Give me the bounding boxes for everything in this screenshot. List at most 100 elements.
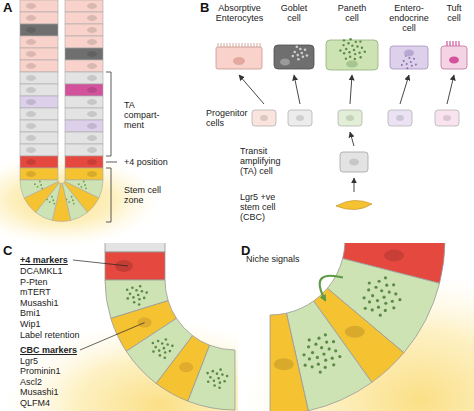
granule bbox=[368, 300, 371, 303]
cell-nucleus bbox=[87, 135, 97, 141]
granule bbox=[299, 48, 302, 51]
cell-type: Goblet cell bbox=[270, 3, 318, 75]
granule bbox=[332, 363, 335, 366]
granule bbox=[347, 42, 349, 44]
granule bbox=[85, 187, 87, 189]
granule bbox=[171, 345, 174, 348]
annotation-label: Label retention bbox=[20, 330, 102, 340]
cell-label: Entero- endocrine cell bbox=[386, 3, 432, 33]
granule bbox=[304, 364, 307, 367]
annotation-label: TA compart- ment bbox=[124, 100, 168, 130]
granule bbox=[311, 351, 314, 354]
brush-border bbox=[227, 43, 228, 47]
granule bbox=[165, 338, 168, 341]
epithelial-cell bbox=[65, 12, 103, 24]
brush-border bbox=[245, 43, 246, 47]
cell-nucleus bbox=[449, 57, 459, 64]
granule bbox=[52, 199, 54, 201]
epithelial-cell bbox=[65, 48, 103, 60]
granule bbox=[139, 285, 142, 288]
cell-nucleus bbox=[396, 115, 404, 121]
granule bbox=[41, 187, 43, 189]
granule bbox=[39, 181, 41, 183]
epithelial-cell bbox=[20, 48, 58, 60]
epithelial-cell bbox=[20, 84, 58, 96]
epithelial-cell bbox=[65, 24, 103, 36]
epithelial-cell bbox=[65, 60, 103, 72]
granule bbox=[157, 340, 160, 343]
brush-border bbox=[230, 43, 231, 47]
lineage-arrow bbox=[400, 75, 409, 104]
granule bbox=[308, 357, 311, 360]
goblet-cell bbox=[274, 45, 314, 69]
brush-border bbox=[233, 43, 234, 47]
granule bbox=[394, 292, 397, 295]
granule bbox=[320, 346, 323, 349]
granule bbox=[206, 372, 209, 375]
cell-nucleus bbox=[349, 159, 359, 166]
cell-nucleus bbox=[26, 87, 36, 93]
granule bbox=[291, 55, 294, 58]
granule bbox=[382, 296, 385, 299]
annotation-label: DCAMKL1 bbox=[20, 266, 102, 276]
cell-nucleus bbox=[26, 135, 36, 141]
cell-type: Tuft cell bbox=[436, 3, 472, 75]
cell-nucleus bbox=[87, 111, 97, 117]
cell-nucleus bbox=[26, 39, 36, 45]
granule bbox=[304, 49, 307, 52]
granule bbox=[415, 64, 417, 66]
brush-border bbox=[221, 43, 222, 47]
panel-letter: C bbox=[3, 244, 19, 258]
annotation-label: +4 position bbox=[124, 157, 196, 167]
granule bbox=[317, 363, 320, 366]
granule bbox=[334, 349, 337, 352]
enterocyte-cell bbox=[216, 47, 262, 69]
bracket bbox=[106, 162, 117, 163]
granule bbox=[324, 333, 327, 336]
epithelial-cell bbox=[65, 168, 103, 180]
paneth-cell bbox=[188, 345, 235, 410]
granule bbox=[53, 203, 55, 205]
granule bbox=[131, 286, 134, 289]
cell-type: Paneth cell bbox=[322, 3, 382, 75]
granule bbox=[338, 355, 341, 358]
granule bbox=[343, 52, 345, 54]
ta-cell bbox=[105, 243, 165, 252]
cell-label: Transit amplifying (TA) cell bbox=[240, 146, 290, 176]
lineage-arrow bbox=[350, 75, 352, 104]
granule bbox=[158, 349, 161, 352]
granule bbox=[218, 386, 221, 389]
granule bbox=[354, 53, 356, 55]
granule bbox=[217, 377, 220, 380]
cell-nucleus bbox=[115, 260, 133, 272]
granule bbox=[296, 54, 299, 57]
granule bbox=[51, 196, 53, 198]
cell-nucleus bbox=[26, 159, 36, 165]
brush-border bbox=[218, 43, 219, 47]
epithelial-cell bbox=[20, 168, 58, 180]
granule bbox=[213, 384, 216, 387]
granule bbox=[212, 370, 215, 373]
cell-nucleus bbox=[87, 63, 97, 69]
granule bbox=[331, 357, 334, 360]
granule bbox=[68, 201, 70, 203]
progenitor-cell bbox=[388, 110, 412, 126]
granule bbox=[401, 64, 403, 66]
granule bbox=[300, 52, 303, 55]
epithelial-cell bbox=[65, 96, 103, 108]
leader-line bbox=[80, 323, 145, 350]
granule bbox=[388, 290, 391, 293]
granule bbox=[83, 181, 85, 183]
cell-nucleus bbox=[404, 50, 414, 57]
granule bbox=[164, 351, 167, 354]
cell-nucleus bbox=[346, 61, 358, 68]
cell-nucleus bbox=[233, 57, 245, 65]
annotation-label: Niche signals bbox=[246, 254, 318, 264]
cell-nucleus bbox=[87, 99, 97, 105]
granule bbox=[164, 356, 167, 359]
granule bbox=[133, 301, 136, 304]
granule bbox=[349, 56, 351, 58]
cbc-cell bbox=[270, 313, 308, 411]
connectors bbox=[239, 75, 454, 192]
